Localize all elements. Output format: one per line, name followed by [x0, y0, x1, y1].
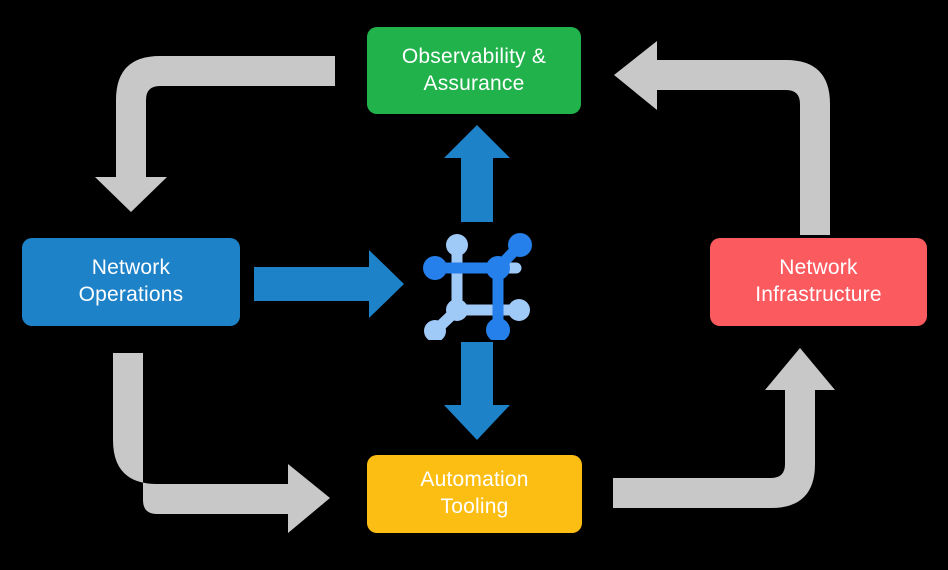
- node-box-automation-tooling[interactable]: Automation Tooling: [367, 455, 582, 533]
- network-topology-icon: [423, 233, 532, 340]
- topology-node-left-bright: [423, 256, 447, 280]
- topology-node-mid-left-light: [446, 299, 468, 321]
- arrow-center-to-observability: [444, 125, 510, 222]
- arrow-ops-to-center: [254, 250, 404, 318]
- topology-node-bottom-bright: [486, 318, 510, 340]
- arrow-infrastructure-to-observability: [614, 41, 830, 235]
- topology-node-top-light: [446, 234, 468, 256]
- arrow-operations-to-automation: [113, 353, 330, 533]
- node-box-network-infrastructure[interactable]: Network Infrastructure: [710, 238, 927, 326]
- node-box-network-operations[interactable]: Network Operations: [22, 238, 240, 326]
- topology-nodes-light: [424, 234, 530, 340]
- arrow-center-to-automation: [444, 342, 510, 440]
- arrow-automation-to-infrastructure: [613, 348, 835, 508]
- topology-nodes-bright: [423, 233, 532, 340]
- topology-node-hub-bright: [486, 256, 510, 280]
- node-box-observability[interactable]: Observability & Assurance: [367, 27, 581, 114]
- topology-node-right-light: [508, 299, 530, 321]
- arrow-observability-to-operations: [95, 56, 335, 212]
- topology-node-bottom-left-light: [424, 320, 446, 340]
- topology-node-top-right-bright: [508, 233, 532, 257]
